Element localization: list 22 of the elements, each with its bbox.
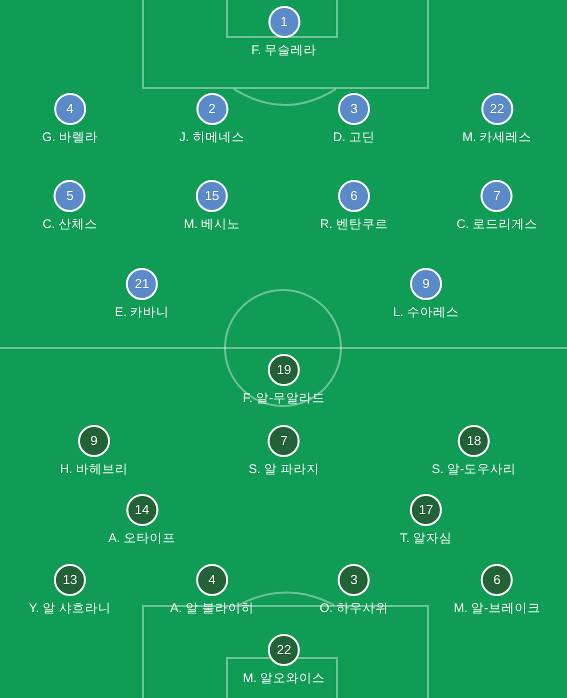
player-name: G. 바렐라 (42, 129, 98, 145)
player-name: F. 무슬레라 (251, 42, 317, 58)
player-name: S. 알-도우사리 (432, 461, 516, 477)
player-name: F. 알-무알라드 (242, 390, 326, 406)
player-name: T. 알자심 (400, 530, 452, 546)
player-name: M. 알-브레이크 (454, 600, 540, 616)
player-name: A. 오타이프 (108, 530, 176, 546)
player-name: Y. 알 샤흐라니 (28, 600, 112, 616)
player-name: O. 하우사위 (320, 600, 388, 616)
player-name: L. 수아레스 (393, 304, 459, 320)
player-name: A. 알 불라이히 (170, 600, 254, 616)
player-name: H. 바헤브리 (60, 461, 128, 477)
player-name: R. 벤탄쿠르 (320, 216, 388, 232)
player-name: S. 알 파라지 (248, 461, 320, 477)
player-name: M. 베시노 (184, 216, 240, 232)
player-name: C. 산체스 (42, 216, 98, 232)
player-name: M. 카세레스 (462, 129, 532, 145)
player-name: E. 카바니 (114, 304, 170, 320)
player-name: C. 로드리게스 (456, 216, 538, 232)
player-name: J. 히메네스 (179, 129, 245, 145)
player-name: D. 고딘 (333, 129, 375, 145)
player-name: M. 알오와이스 (242, 670, 326, 686)
